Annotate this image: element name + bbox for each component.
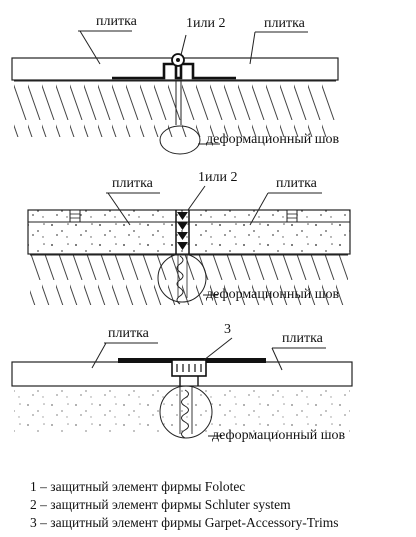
diagram-1-joint-label: деформационный шов — [206, 132, 340, 147]
leader-tile-left — [91, 342, 107, 369]
diagram-3 — [11, 337, 353, 439]
joint-filler — [181, 389, 189, 439]
diagram-2-element-label: 1или 2 — [198, 170, 238, 185]
diagram-2-tile-right-label: плитка — [276, 176, 317, 191]
joint-ellipse — [157, 253, 207, 303]
protective-profile-1 — [112, 62, 236, 80]
protective-profile-2 — [175, 210, 190, 255]
joint-ellipse — [159, 385, 213, 439]
leader-element — [180, 34, 187, 56]
joint-filler — [176, 255, 184, 305]
substrate-hatch — [30, 255, 348, 305]
joint-ellipse — [159, 125, 201, 155]
diagram-3-tile-right-label: плитка — [282, 331, 323, 346]
diagram-1-element-label: 1или 2 — [186, 16, 226, 31]
diagram-2-joint-label: деформационный шов — [206, 287, 340, 302]
protective-profile-3 — [171, 359, 207, 386]
leader-tile-right — [249, 31, 256, 65]
diagram-2-tile-left-label: плитка — [112, 176, 153, 191]
diagram-3-element-label: 3 — [224, 322, 231, 337]
substrate — [14, 387, 350, 433]
leader-tile-right — [271, 347, 283, 371]
diagram-3-joint-label: деформационный шов — [212, 428, 346, 443]
diagram-1-tile-left-label: плитка — [96, 14, 137, 29]
legend-item-3: 3 – защитный элемент фирмы Garpet-Access… — [30, 515, 339, 530]
leader-tile-left — [107, 192, 131, 226]
substrate-hatch — [14, 81, 336, 137]
leader-element — [187, 185, 206, 211]
diagram-3-tile-left-label: плитка — [108, 326, 149, 341]
diagram-2 — [27, 185, 351, 305]
legend-item-1: 1 – защитный элемент фирмы Folotec — [30, 479, 246, 494]
leader-tile-left — [79, 30, 101, 65]
diagram-1 — [11, 30, 339, 155]
leader-tile-right — [249, 192, 269, 226]
legend-item-2: 2 – защитный элемент фирмы Schluter syst… — [30, 497, 291, 512]
diagram-1-tile-right-label: плитка — [264, 16, 305, 31]
leader-element — [203, 337, 233, 361]
